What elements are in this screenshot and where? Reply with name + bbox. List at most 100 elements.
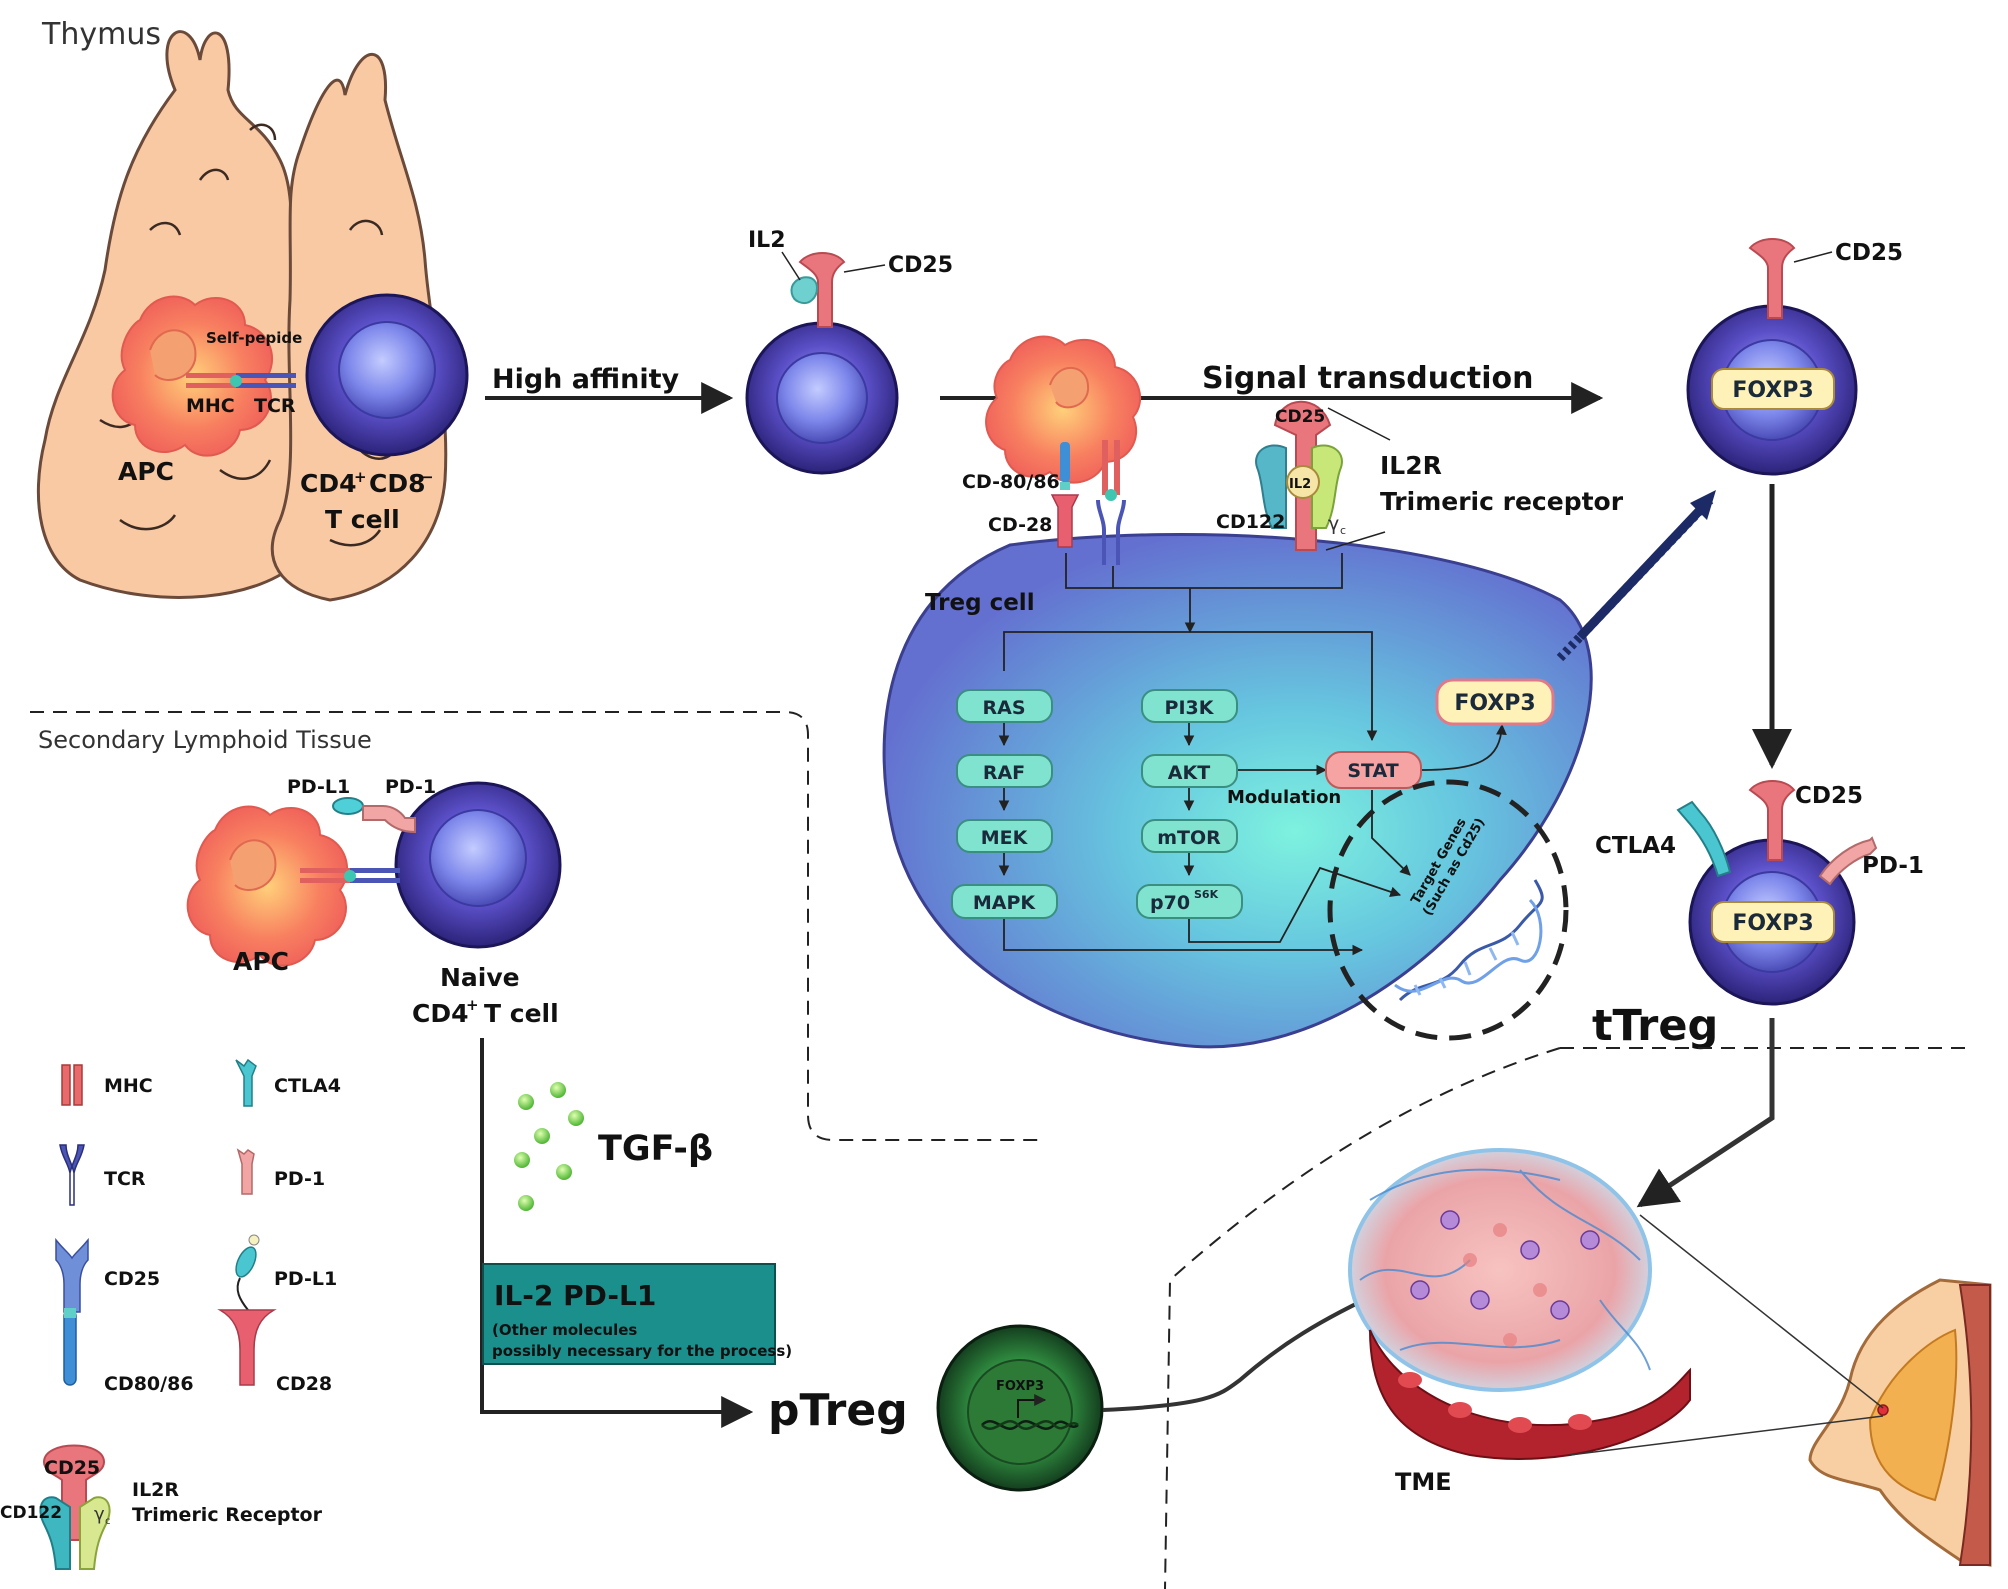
- cd28-molecule: [1050, 494, 1080, 548]
- ctla4-receptor: [1676, 800, 1732, 878]
- cd28-label: CD-28: [988, 514, 1052, 536]
- p70-superscript: S6K: [1194, 888, 1219, 901]
- svg-text:CD80/86: CD80/86: [104, 1373, 194, 1395]
- region-boundaries: [30, 711, 1965, 1589]
- top-il2-label: IL2: [748, 228, 786, 253]
- il2-pdl1-note-2: possibly necessary for the process): [492, 1342, 792, 1360]
- zoom-line-bottom: [1569, 1415, 1884, 1456]
- svg-text:Trimeric Receptor: Trimeric Receptor: [132, 1504, 323, 1526]
- right-cd25-top-label: CD25: [1835, 240, 1903, 266]
- blood-vessel: [1369, 1329, 1691, 1460]
- il2r-receptor: IL2: [1255, 400, 1343, 551]
- pd1-molecule: [362, 805, 416, 834]
- svg-text:MEK: MEK: [981, 827, 1029, 849]
- foxp3-cell-top: CD25 FOXP3: [1686, 238, 1903, 476]
- naive-t-cell-label: T cell: [484, 999, 559, 1028]
- cd80-label: CD-80/86: [962, 471, 1060, 493]
- legend-pdl1: PD-L1: [235, 1234, 337, 1311]
- thymus-t-cell-label: T cell: [325, 505, 400, 534]
- thymus-cd4-sup: +: [354, 468, 367, 486]
- svg-text:FOXP3: FOXP3: [1454, 691, 1535, 716]
- thymus-cd4-label: CD4: [300, 469, 357, 498]
- naive-cd4-sup: +: [466, 996, 479, 1014]
- high-affinity-label: High affinity: [492, 364, 680, 395]
- naive-to-ptreg-arrow: [480, 1038, 754, 1428]
- svg-text:MHC: MHC: [104, 1075, 153, 1097]
- ttreg-cell: FOXP3 CD25 CTLA4 PD-1 tTreg: [1592, 780, 1924, 1051]
- thymus-cd8-sup: −: [421, 468, 434, 486]
- signal-transduction-label: Signal transduction: [1202, 361, 1534, 396]
- activated-cell: IL2 CD25: [745, 228, 953, 475]
- treg-cell-membrane: [882, 532, 1593, 1049]
- svg-text:RAS: RAS: [982, 697, 1025, 719]
- thymus-synapse: [186, 373, 296, 388]
- right-foxp3-bottom-label: FOXP3: [1732, 911, 1813, 936]
- naive-cd4-label: CD4: [412, 999, 469, 1028]
- cd25-receptor: [1748, 780, 1796, 861]
- pathway-stat: STAT: [1325, 751, 1422, 789]
- svg-text:c: c: [105, 1516, 111, 1527]
- secondary-title: Secondary Lymphoid Tissue: [38, 726, 372, 754]
- gamma-sub: c: [1340, 524, 1346, 537]
- il2-pdl1-note-1: (Other molecules: [492, 1321, 637, 1339]
- svg-text:AKT: AKT: [1168, 762, 1210, 784]
- pathway-mapk: MAPK: [951, 884, 1058, 919]
- thymus-apc-nucleus: [149, 329, 197, 381]
- legend: MHC TCR CD25 CD80/86 CTLA4 PD-1 PD-L1: [0, 1058, 341, 1570]
- treg-cell-panel: Treg cell CD-80/86 CD-28 IL2 CD25 CD122 …: [882, 335, 1624, 1049]
- treg-cell-label: Treg cell: [925, 590, 1035, 616]
- right-pd1-label: PD-1: [1862, 853, 1924, 879]
- pathway-p70: p70 S6K: [1136, 884, 1243, 919]
- ttreg-label: tTreg: [1592, 1001, 1718, 1051]
- svg-text:MAPK: MAPK: [973, 892, 1037, 914]
- svg-text:CD25: CD25: [44, 1457, 100, 1479]
- modulation-label: Modulation: [1227, 787, 1341, 808]
- legend-pd1: PD-1: [236, 1148, 325, 1195]
- legend-cd80: CD80/86: [63, 1308, 194, 1395]
- svg-text:STAT: STAT: [1347, 760, 1398, 782]
- secondary-pd1-label: PD-1: [385, 776, 436, 798]
- secondary-pdl1-label: PD-L1: [287, 776, 350, 798]
- tgf-beta-label: TGF-β: [598, 1129, 713, 1169]
- cd25-receptor: [1748, 238, 1796, 319]
- svg-text:CTLA4: CTLA4: [274, 1075, 341, 1097]
- thymus-tcr-label: TCR: [254, 395, 296, 417]
- cd122-label: CD122: [1216, 511, 1285, 533]
- nucleus-dashed: [1327, 779, 1569, 1041]
- legend-il2r: CD25 CD122 γ c IL2R Trimeric Receptor: [0, 1444, 323, 1570]
- svg-text:IL2R: IL2R: [132, 1479, 179, 1501]
- dna-helix: [1394, 879, 1544, 1002]
- tme-illustration: TME: [1348, 1148, 1691, 1496]
- svg-text:PI3K: PI3K: [1165, 697, 1215, 719]
- il2r-cd25-label: CD25: [1275, 407, 1325, 427]
- cd80-86-molecule: [1060, 442, 1070, 482]
- ttreg-to-tme-arrow: [1636, 1018, 1775, 1208]
- tgf-beta-dots: [514, 1082, 584, 1211]
- svg-text:RAF: RAF: [983, 762, 1025, 784]
- ptreg-foxp3-label: FOXP3: [996, 1379, 1044, 1394]
- gamma-label: γ: [1328, 513, 1339, 535]
- thymus-t-cell-nucleus: [338, 321, 436, 419]
- svg-text:PD-L1: PD-L1: [274, 1268, 337, 1290]
- svg-text:CD122: CD122: [0, 1503, 62, 1523]
- svg-text:CD25: CD25: [104, 1268, 160, 1290]
- thymus-panel: Thymus Self-pepide MHC TC: [36, 17, 469, 602]
- svg-text:p70: p70: [1150, 892, 1190, 914]
- ptreg-to-tme-arrow: [1102, 1287, 1388, 1412]
- il2-ligand: [790, 276, 819, 304]
- high-affinity-arrow: High affinity: [485, 364, 734, 414]
- thymus-cd8-label: CD8: [369, 469, 426, 498]
- il2-pdl1-title: IL-2 PD-L1: [494, 1279, 656, 1312]
- self-peptide-label: Self-pepide: [206, 329, 302, 347]
- svg-text:mTOR: mTOR: [1157, 827, 1221, 849]
- legend-ctla4: CTLA4: [235, 1058, 341, 1107]
- ptreg-label: pTreg: [768, 1385, 908, 1436]
- legend-mhc: MHC: [61, 1064, 153, 1106]
- legend-tcr: TCR: [59, 1144, 146, 1206]
- thymus-apc-label: APC: [118, 457, 174, 486]
- svg-text:CD28: CD28: [276, 1373, 332, 1395]
- foxp3-export-arrow: [1556, 490, 1716, 662]
- secondary-apc-label: APC: [233, 947, 289, 976]
